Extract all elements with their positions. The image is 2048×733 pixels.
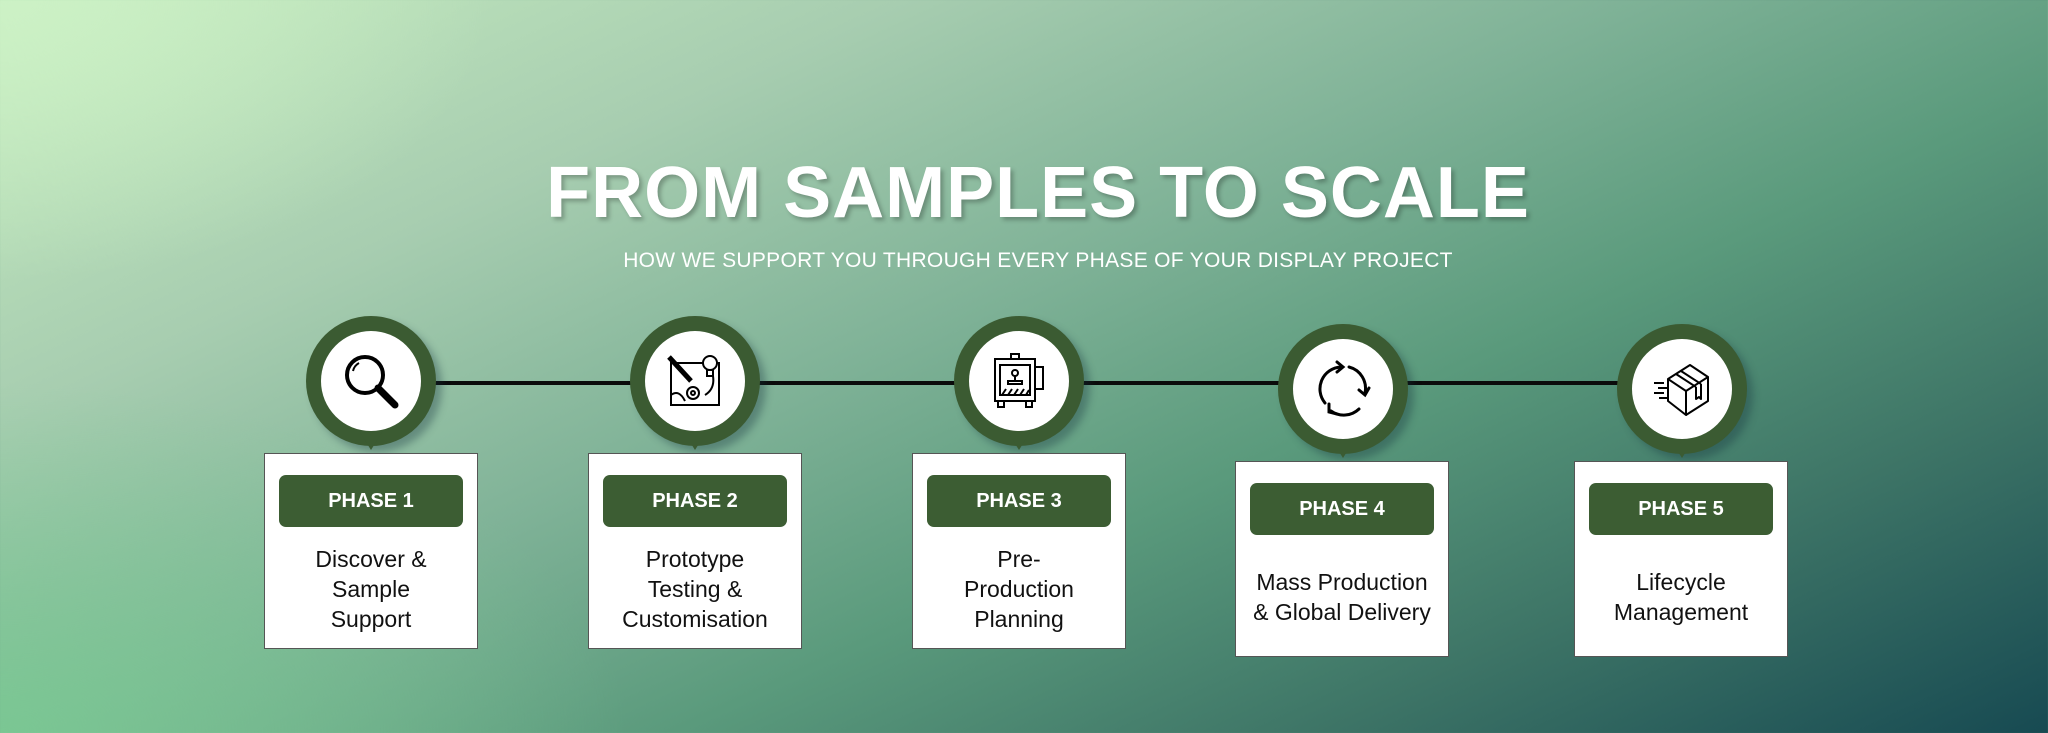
phase-2-badge: PHASE 2 [603,475,787,527]
phase-5-card: PHASE 5 Lifecycle Management [1574,461,1788,657]
phase-5-description: Lifecycle Management [1613,569,1749,625]
phase-2-description: Prototype Testing & Customisation [622,546,768,632]
phase-4-card: PHASE 4 Mass Production & Global Deliver… [1235,461,1449,657]
phase-4-description: Mass Production & Global Delivery [1253,569,1431,625]
package-box-icon [1654,364,1709,416]
design-blueprint-icon [667,355,720,406]
phase-3-marker [954,316,1084,450]
phase-1-marker [306,316,436,450]
machine-press-icon [994,353,1044,408]
phase-3-card: PHASE 3 Pre-Production Planning [912,453,1126,649]
phase-4-marker [1278,324,1408,458]
phase-1-badge: PHASE 1 [279,475,463,527]
cycle-arrows-icon [1318,360,1371,417]
phase-3-description: Pre-Production Planning [964,546,1074,632]
page-title: FROM SAMPLES TO SCALE [546,153,1530,233]
phase-4-badge: PHASE 4 [1250,483,1434,535]
phase-5-badge: PHASE 5 [1589,483,1773,535]
phase-2-marker [630,316,760,450]
phase-1-description: Discover & Sample Support [315,546,427,632]
page-subtitle: HOW WE SUPPORT YOU THROUGH EVERY PHASE O… [623,249,1453,272]
phase-1-card: PHASE 1 Discover & Sample Support [264,453,478,649]
phase-5-marker [1617,324,1747,458]
phase-3-badge: PHASE 3 [927,475,1111,527]
phase-2-card: PHASE 2 Prototype Testing & Customisatio… [588,453,802,649]
magnifier-icon [345,355,399,409]
